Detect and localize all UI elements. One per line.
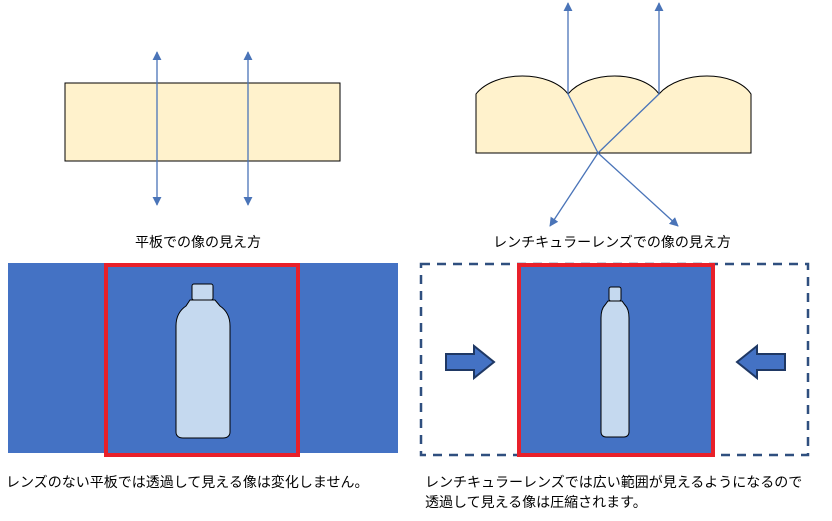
ray-out-left (597, 152, 679, 227)
view-frame (104, 263, 300, 457)
flat-plate-view (8, 263, 398, 457)
arrow-right-icon (445, 343, 496, 381)
ray-inner-left (567, 93, 599, 154)
flat-plate-caption: 平板での像の見え方 (135, 235, 261, 251)
lenticular-description-line1: レンチキュラーレンズでは広い範囲が見えるようになるので (425, 475, 803, 491)
ray-inner-right (597, 93, 660, 154)
lenticular-description-line2: 透過して見える像は圧縮されます。 (425, 495, 647, 511)
lenticular-caption: レンチキュラーレンズでの像の見え方 (493, 235, 731, 251)
lenticular-lens (475, 75, 752, 154)
lenticular-view (419, 262, 810, 457)
flat-plate (64, 82, 341, 162)
bottle-icon (175, 283, 231, 439)
flat-plate-diagram (64, 51, 341, 206)
flat-plate-description: レンズのない平板では透過して見える像は変化しません。 (6, 475, 369, 491)
ray-out-right (549, 152, 599, 227)
lenticular-lens-diagram (475, 2, 752, 227)
arrow-left-icon (735, 343, 786, 381)
bottle-icon (600, 286, 630, 438)
